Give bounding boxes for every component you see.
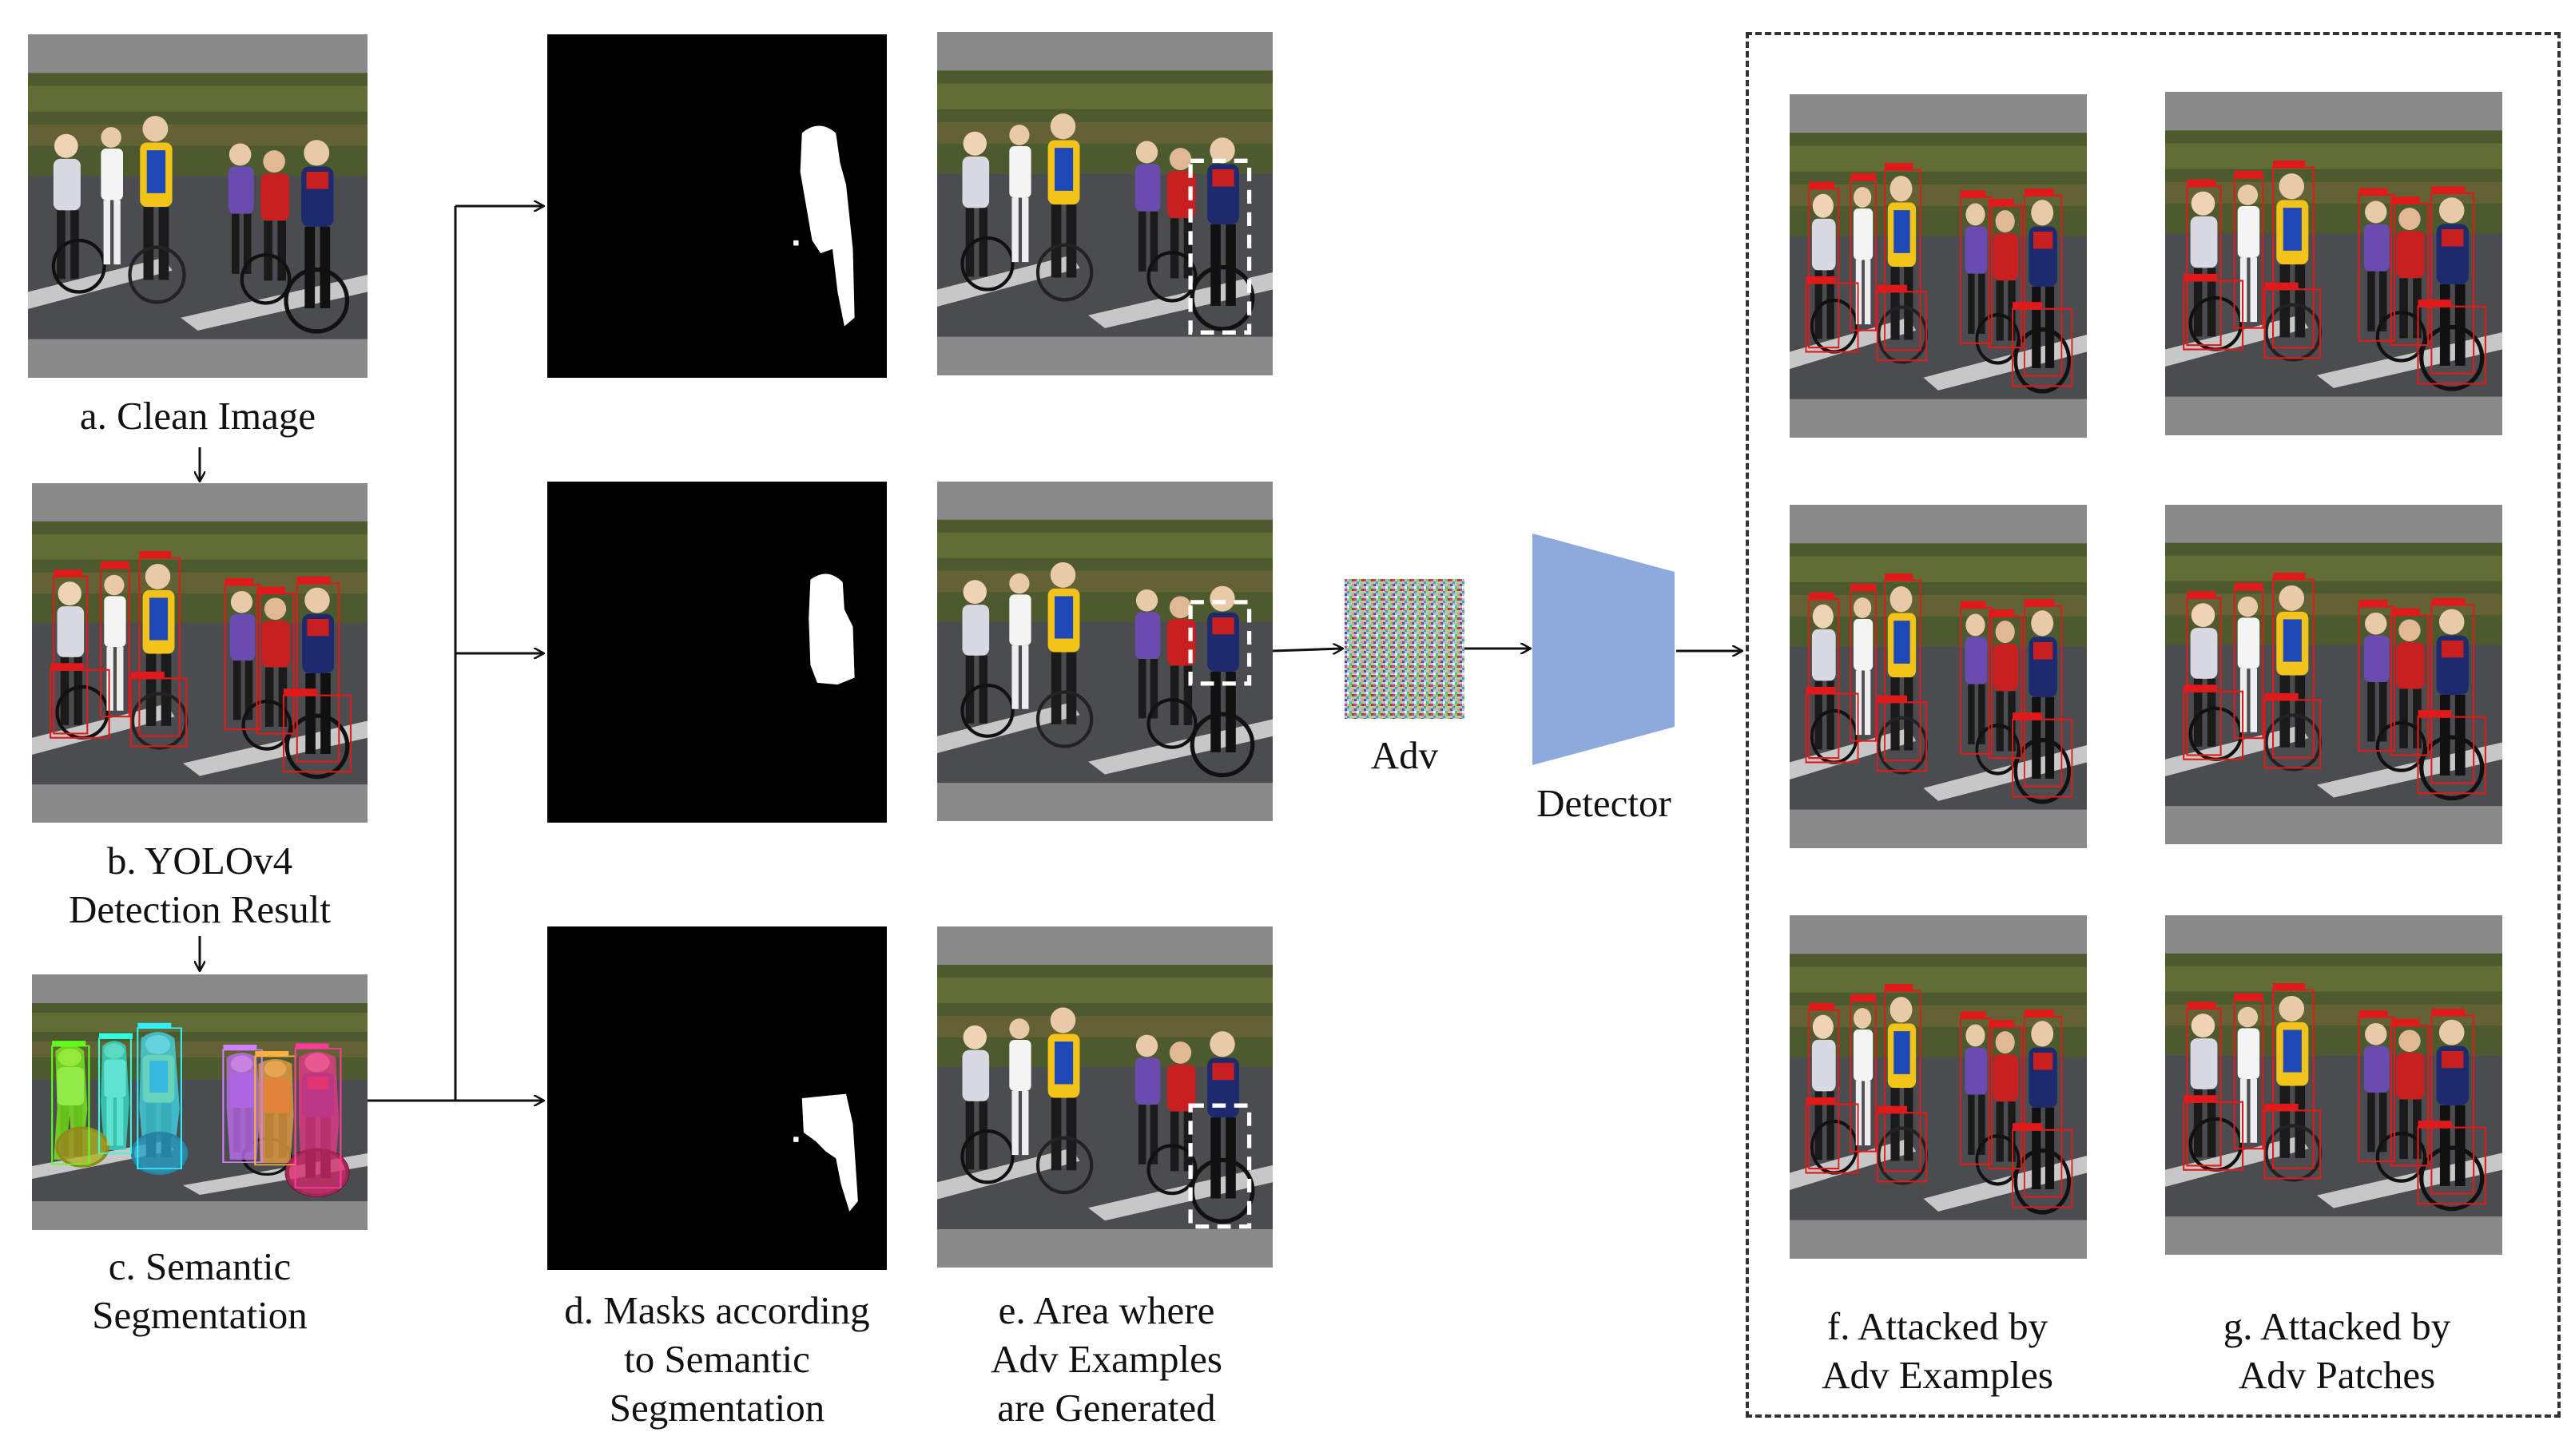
caption-yolov4-detection: b. YOLOv4 Detection Result	[16, 836, 383, 934]
adv-label: Adv	[1329, 731, 1480, 780]
detector-label-text: Detector	[1536, 781, 1671, 825]
caption-e-line2: Adv Examples	[991, 1337, 1222, 1381]
caption-f-line1: f. Attacked by	[1826, 1304, 2048, 1348]
yolov4-detection-image	[32, 483, 368, 823]
caption-adv-area: e. Area where Adv Examples are Generated	[911, 1286, 1302, 1432]
adv-area-image-3	[937, 926, 1273, 1268]
caption-g-line2: Adv Patches	[2238, 1353, 2436, 1397]
clean-image	[28, 34, 368, 378]
detector-shape	[1532, 534, 1676, 765]
adv-area-image-2	[937, 482, 1273, 821]
caption-g-line1: g. Attacked by	[2223, 1304, 2451, 1348]
caption-semantic-segmentation: c. Semantic Segmentation	[16, 1242, 383, 1339]
caption-c-line1: c. Semantic	[108, 1244, 292, 1288]
attacked-adv-example-2	[1790, 505, 2087, 848]
caption-e-line1: e. Area where	[998, 1288, 1215, 1332]
caption-c-line2: Segmentation	[92, 1293, 308, 1337]
mask-image-2	[547, 482, 887, 823]
caption-f-line2: Adv Examples	[1822, 1353, 2053, 1397]
mask-image-3	[547, 926, 887, 1270]
attacked-adv-patch-3	[2165, 915, 2502, 1255]
arrow-c-to-branches	[368, 206, 457, 1102]
attack-results-box	[1746, 32, 2561, 1418]
caption-d-line3: Segmentation	[609, 1386, 825, 1430]
semantic-segmentation-image	[32, 974, 368, 1230]
attacked-adv-example-3	[1790, 915, 2087, 1259]
caption-b-line1: b. YOLOv4	[106, 839, 293, 883]
adv-label-text: Adv	[1370, 733, 1439, 777]
caption-attacked-adv-examples: f. Attacked by Adv Examples	[1758, 1302, 2117, 1399]
caption-e-line3: are Generated	[997, 1386, 1216, 1430]
caption-d-line2: to Semantic	[624, 1337, 810, 1381]
caption-masks: d. Masks according to Semantic Segmentat…	[511, 1286, 923, 1432]
attacked-adv-patch-1	[2165, 92, 2502, 435]
caption-d-line1: d. Masks according	[564, 1288, 870, 1332]
mask-image-1	[547, 34, 887, 378]
caption-a-text: a. Clean Image	[79, 394, 316, 438]
adv-noise-image	[1345, 579, 1464, 719]
caption-clean-image: a. Clean Image	[28, 391, 368, 440]
arrow-e-to-adv	[1272, 649, 1342, 651]
caption-attacked-adv-patches: g. Attacked by Adv Patches	[2157, 1302, 2517, 1399]
adv-area-image-1	[937, 32, 1273, 375]
attacked-adv-example-1	[1790, 94, 2087, 438]
attacked-adv-patch-2	[2165, 505, 2502, 844]
caption-b-line2: Detection Result	[69, 887, 331, 931]
detector-label: Detector	[1486, 779, 1722, 827]
